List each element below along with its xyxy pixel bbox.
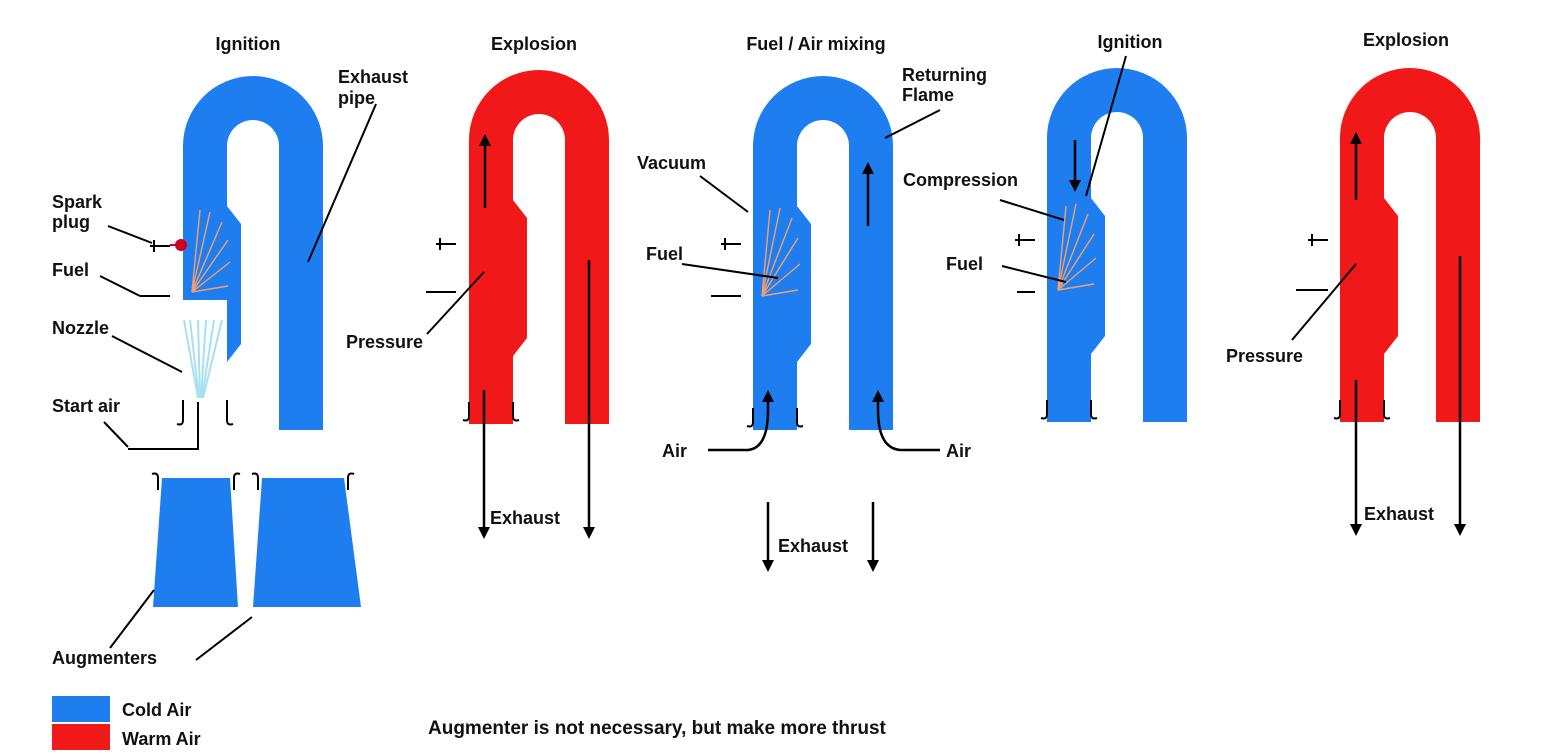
compression-label: Compression (903, 170, 1018, 190)
stage-4-ignition: Ignition Compression Fuel (903, 32, 1187, 422)
jet-3-tube (753, 76, 893, 430)
stage-3-fuel-air-mixing: Fuel / Air mixing Returning Flame Vacuum (637, 34, 987, 572)
legend-warm-label: Warm Air (122, 729, 201, 749)
legend-warm-swatch (52, 724, 110, 750)
exhaust-label-5: Exhaust (1364, 504, 1434, 524)
spark-plug-label-2: plug (52, 212, 90, 232)
air-right-label: Air (946, 441, 971, 461)
spark-plug-label-1: Spark (52, 192, 103, 212)
returning-flame-label-1: Returning (902, 65, 987, 85)
curved-arrow-icon (708, 400, 770, 452)
fuel-spray (761, 207, 801, 297)
fuel-label-4: Fuel (946, 254, 983, 274)
legend: Cold Air Warm Air (52, 696, 201, 750)
legend-cold-label: Cold Air (122, 700, 191, 720)
exhaust-label-3: Exhaust (778, 536, 848, 556)
spark-plug-fitting (150, 240, 170, 252)
pressure-label-2: Pressure (346, 332, 423, 352)
curved-arrow-icon (876, 400, 940, 452)
stage-2-explosion: Explosion Pressure Exhaust (346, 34, 609, 539)
air-left-label: Air (662, 441, 687, 461)
legend-cold-swatch (52, 696, 110, 722)
exhaust-pipe-label-1: Exhaust (338, 67, 408, 87)
stage-1-ignition: Ignition (52, 34, 408, 668)
fuel-label-3: Fuel (646, 244, 683, 264)
stage-4-title: Ignition (1098, 32, 1163, 52)
fuel-label-1: Fuel (52, 260, 89, 280)
stage-3-title: Fuel / Air mixing (746, 34, 885, 54)
stage-5-title: Explosion (1363, 30, 1449, 50)
start-air-pipe (128, 402, 199, 450)
pressure-label-5: Pressure (1226, 346, 1303, 366)
stage-2-title: Explosion (491, 34, 577, 54)
fuel-spray (191, 209, 231, 293)
vacuum-label: Vacuum (637, 153, 706, 173)
start-air-label: Start air (52, 396, 120, 416)
stage-5-explosion: Explosion Pressure Exhaust (1226, 30, 1480, 536)
exhaust-pipe-label-2: pipe (338, 88, 375, 108)
exhaust-label-2: Exhaust (490, 508, 560, 528)
stage-1-title: Ignition (216, 34, 281, 54)
augmenters (151, 472, 361, 607)
nozzle-label: Nozzle (52, 318, 109, 338)
returning-flame-label-2: Flame (902, 85, 954, 105)
augmenters-label: Augmenters (52, 648, 157, 668)
caption: Augmenter is not necessary, but make mor… (428, 718, 887, 739)
nozzle-spray (183, 319, 223, 399)
